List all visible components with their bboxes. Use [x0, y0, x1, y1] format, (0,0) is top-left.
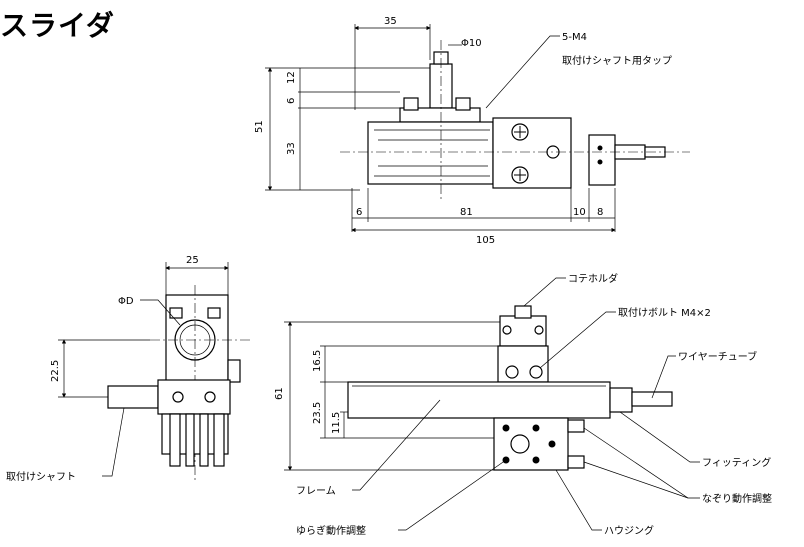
- callout-housing: ハウジング: [604, 524, 654, 537]
- callout-fitting: フィッティング: [702, 456, 771, 469]
- callout-mount-bolt: 取付けボルト M4×2: [618, 306, 711, 319]
- screw-left: [403, 97, 419, 111]
- callout-tap-desc: 取付けシャフト用タップ: [562, 54, 672, 67]
- dim-12: 12: [286, 71, 297, 84]
- dim-61: 61: [274, 387, 285, 400]
- callout-mount-shaft: 取付けシャフト: [6, 470, 76, 483]
- callout-wire-tube: ワイヤーチューブ: [678, 350, 757, 363]
- dim-shaft-dia: Φ10: [461, 38, 482, 49]
- dim-10: 10: [573, 207, 586, 218]
- dim-81: 81: [460, 207, 473, 218]
- page-title: スライダ: [0, 9, 115, 42]
- dim-11-5: 11.5: [331, 412, 342, 434]
- fitting-plate: [588, 134, 616, 186]
- callout-tap-spec: 5-M4: [562, 32, 587, 43]
- callout-tip-holder: コテホルダ: [568, 272, 618, 285]
- callout-trace-adjust: なぞり動作調整: [702, 492, 772, 505]
- side-body: [157, 379, 231, 415]
- dim-22-5: 22.5: [50, 360, 61, 382]
- dim-23-5: 23.5: [312, 402, 323, 424]
- dim-33: 33: [286, 142, 297, 155]
- dim-8: 8: [597, 207, 603, 218]
- main-body: [367, 121, 494, 185]
- wire-tube: [631, 391, 673, 407]
- front-view: 61 16.5 23.5 11.5 コテホルダ 取付けボルト M4×2 ワイヤー…: [274, 272, 772, 537]
- callout-frame: フレーム: [296, 485, 336, 497]
- callout-swing-adjust: ゆらぎ動作調整: [296, 524, 366, 537]
- dim-35: 35: [384, 16, 397, 27]
- dim-105: 105: [476, 235, 495, 246]
- mount-shaft: [107, 385, 159, 409]
- dim-dia-d: ΦD: [118, 296, 134, 307]
- dim-25: 25: [186, 255, 199, 266]
- top-view: 35 Φ10 51 12 6 33 6 81 10 8 105 5-M4 取付け…: [254, 16, 690, 246]
- dim-6: 6: [286, 98, 297, 104]
- dim-6b: 6: [356, 207, 362, 218]
- screw-right: [455, 97, 471, 111]
- dim-16-5: 16.5: [312, 350, 323, 372]
- frame: [347, 381, 611, 419]
- side-view: 25 ΦD 22.5 取付けシャフト: [6, 255, 250, 483]
- dim-51: 51: [254, 120, 265, 133]
